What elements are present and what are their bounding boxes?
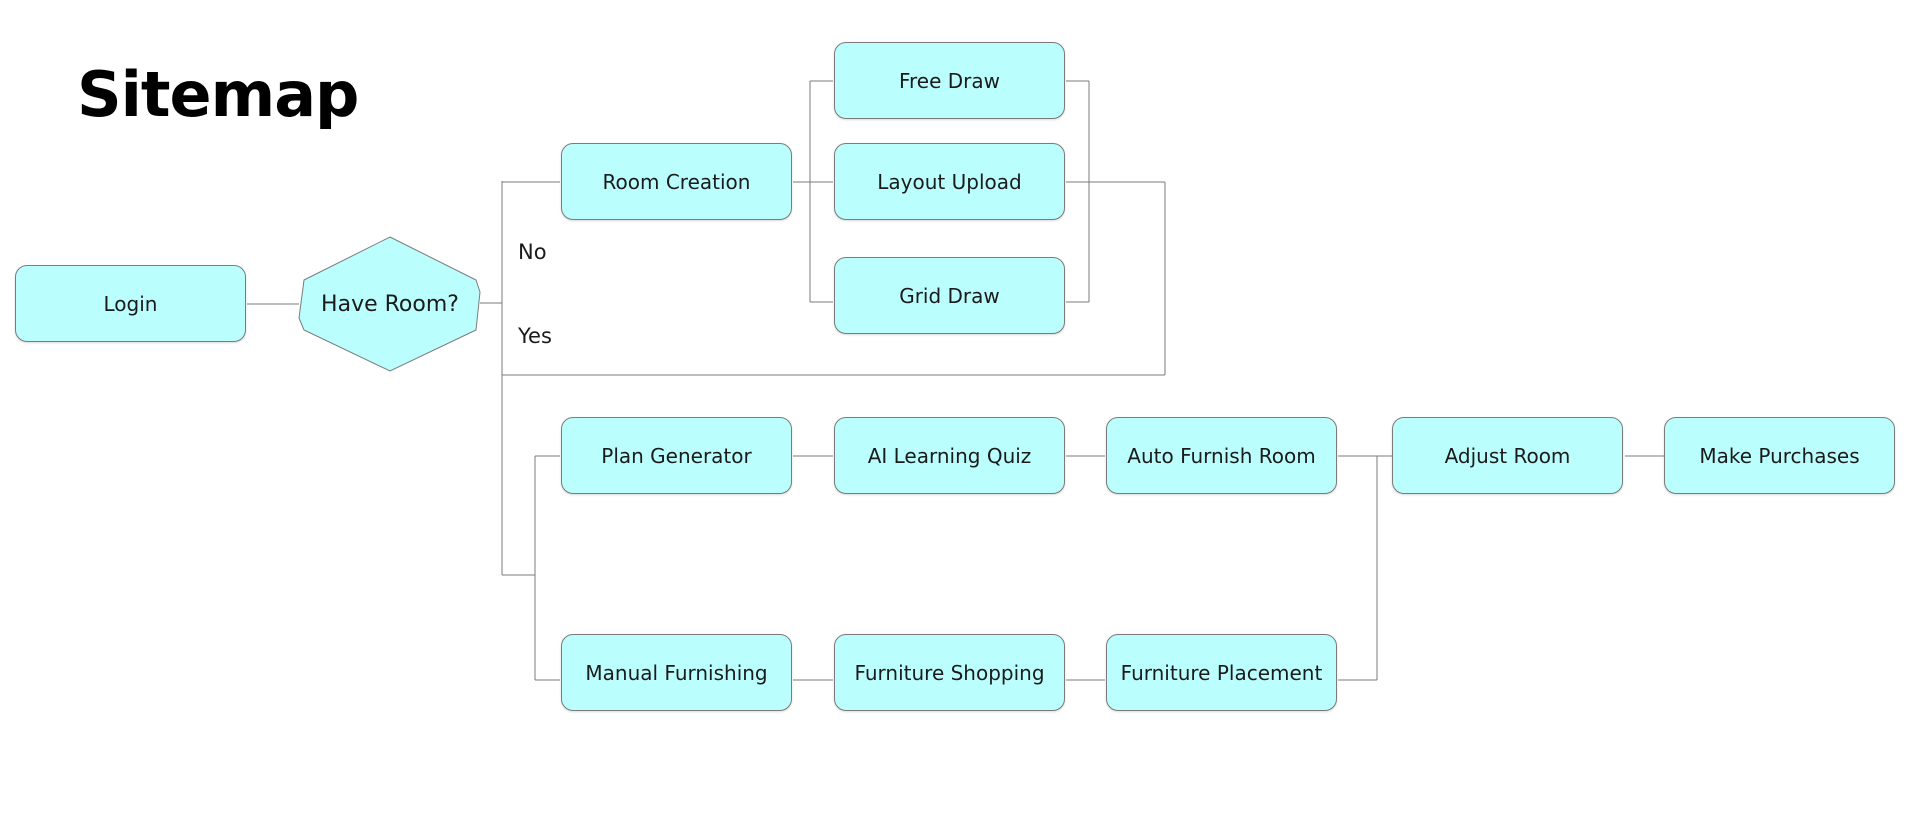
grid-draw-node[interactable]: Grid Draw — [834, 257, 1065, 334]
furniture-placement-node[interactable]: Furniture Placement — [1106, 634, 1337, 711]
ai-learning-quiz-node[interactable]: AI Learning Quiz — [834, 417, 1065, 494]
free-draw-node[interactable]: Free Draw — [834, 42, 1065, 119]
layout-upload-node[interactable]: Layout Upload — [834, 143, 1065, 220]
have-room-decision[interactable]: Have Room? — [321, 291, 459, 317]
auto-furnish-room-node[interactable]: Auto Furnish Room — [1106, 417, 1337, 494]
connector-lines — [247, 80, 1664, 681]
manual-furnishing-node[interactable]: Manual Furnishing — [561, 634, 792, 711]
plan-generator-node[interactable]: Plan Generator — [561, 417, 792, 494]
branch-label-no: No — [518, 240, 547, 264]
furniture-shopping-node[interactable]: Furniture Shopping — [834, 634, 1065, 711]
room-creation-node[interactable]: Room Creation — [561, 143, 792, 220]
make-purchases-node[interactable]: Make Purchases — [1664, 417, 1895, 494]
adjust-room-node[interactable]: Adjust Room — [1392, 417, 1623, 494]
have-room-decision-shape — [298, 236, 481, 372]
page-title: Sitemap — [77, 58, 359, 131]
login-node[interactable]: Login — [15, 265, 246, 342]
branch-label-yes: Yes — [518, 324, 552, 348]
